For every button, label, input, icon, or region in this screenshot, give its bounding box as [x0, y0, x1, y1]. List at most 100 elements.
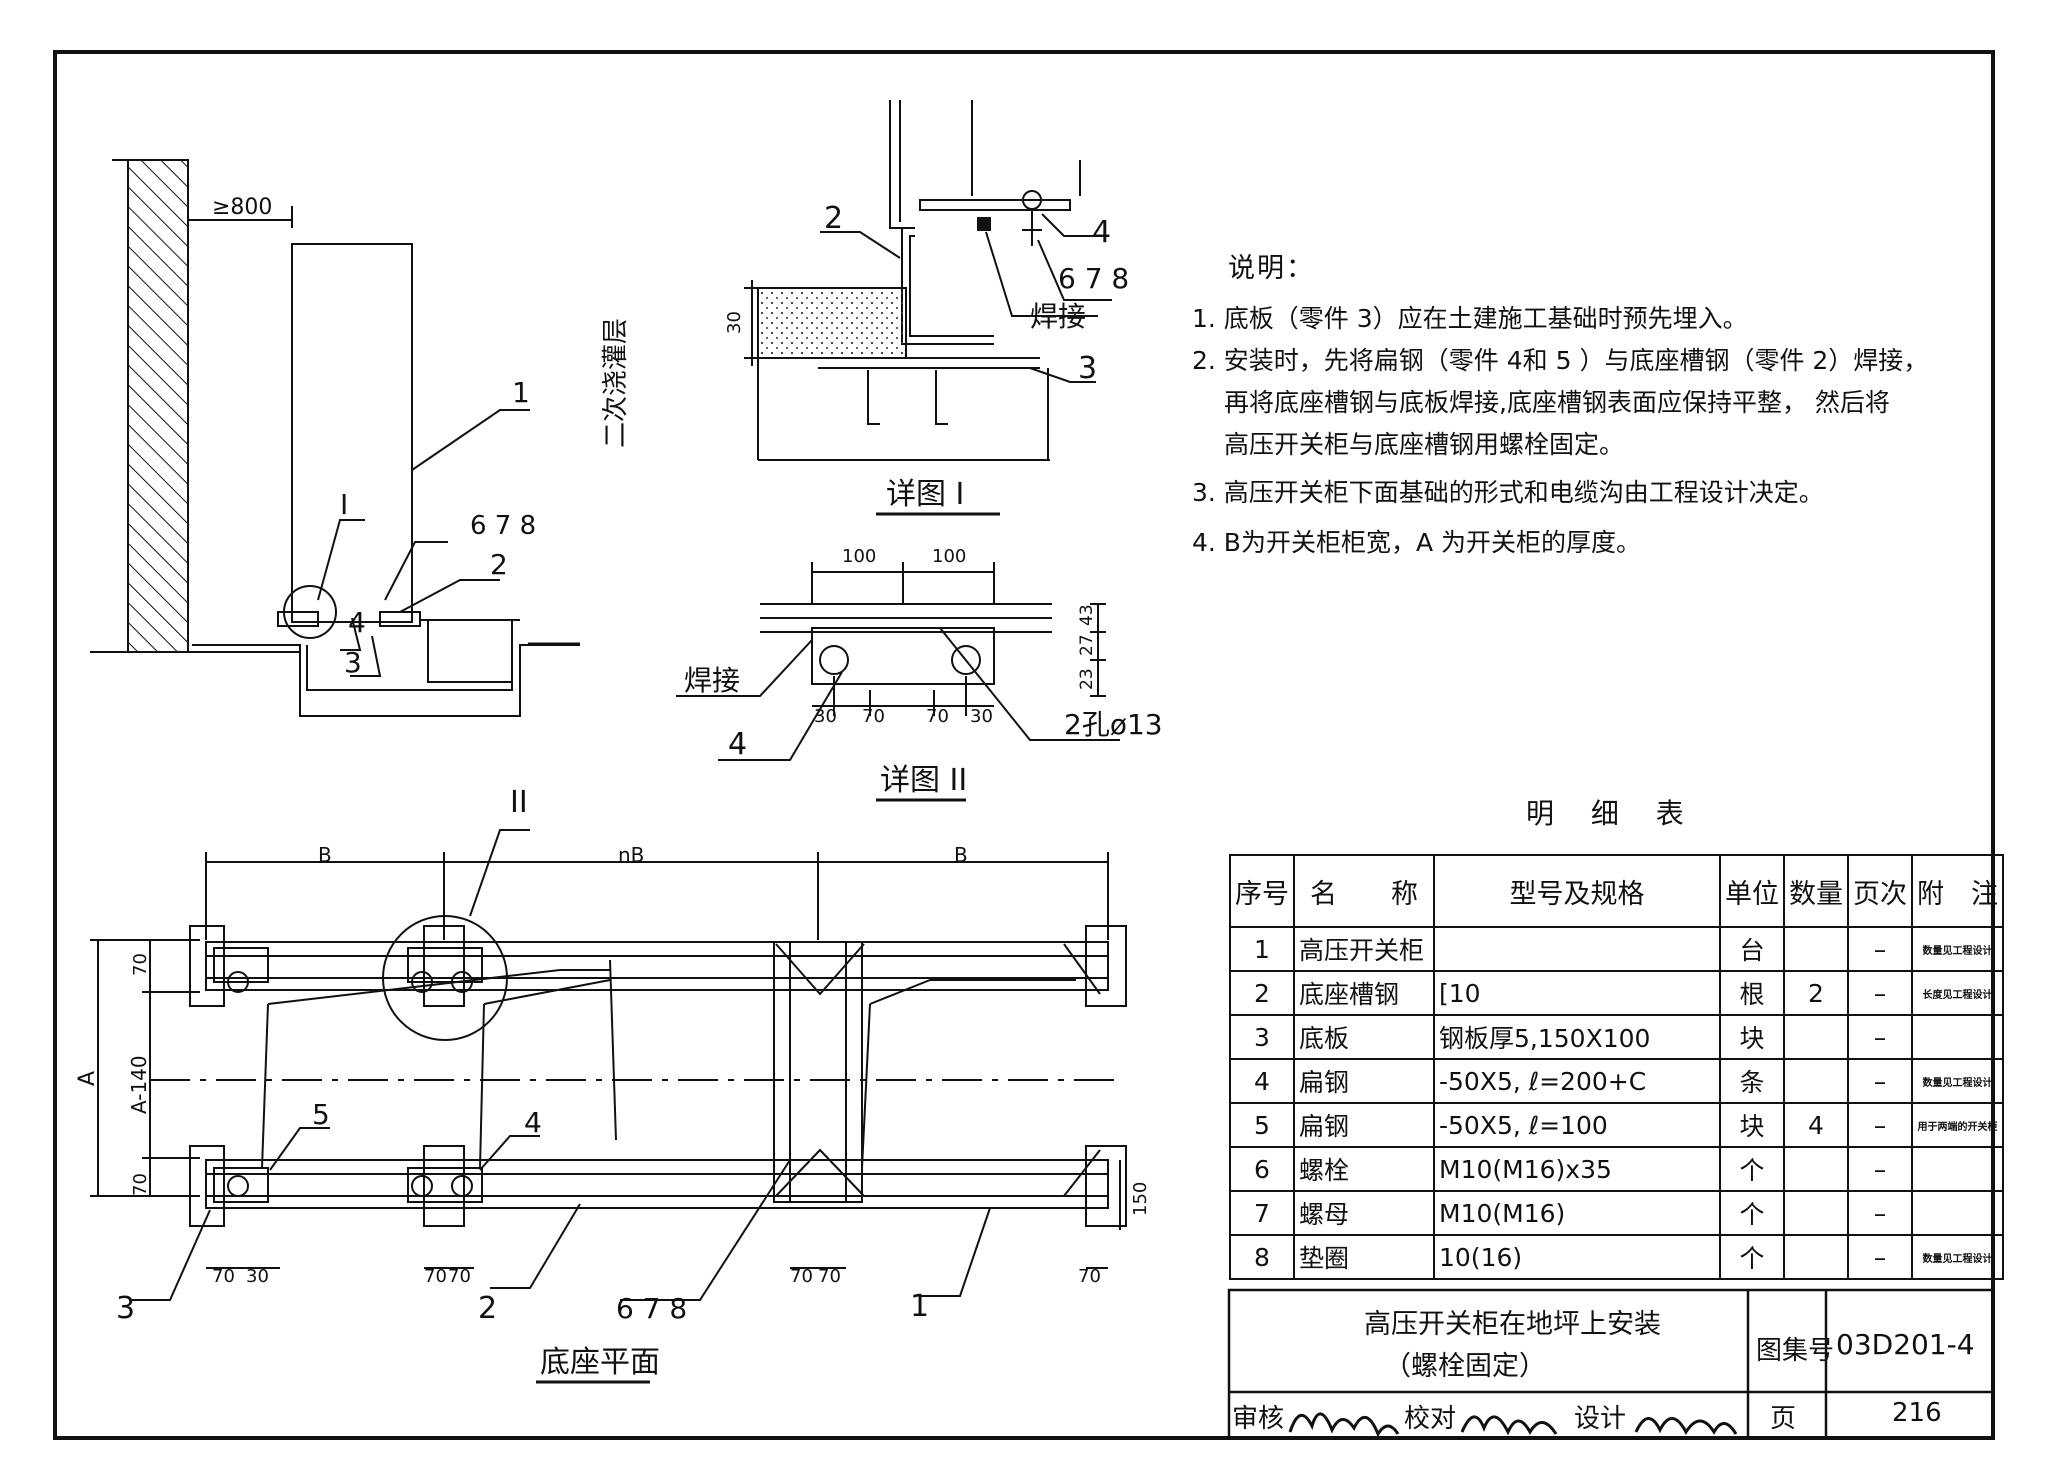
plan-label-part-4: 4	[524, 1106, 542, 1139]
page-label: 页	[1770, 1404, 1797, 1434]
detail-1-view	[744, 100, 1112, 461]
label-part-1: 1	[512, 376, 530, 409]
bom-cell-name: 扁钢	[1293, 1058, 1435, 1104]
table-row: 2 底座槽钢 [10 根 2 – 长度见工程设计	[1229, 970, 2004, 1016]
plan-dim-b6: 70	[818, 1266, 841, 1287]
bom-cell-page: –	[1847, 1014, 1913, 1060]
d1-weld-label: 焊接	[1030, 300, 1086, 333]
d2-title: 详图 II	[880, 763, 967, 798]
plan-dim-b4: 70	[448, 1266, 471, 1287]
d2-dim-bottom-4: 30	[970, 706, 993, 727]
plan-dim-A140: A-140	[127, 1055, 151, 1114]
table-row: 6 螺栓 M10(M16)x35 个 –	[1229, 1146, 2004, 1192]
bom-cell-remark	[1911, 1190, 2004, 1236]
check-label: 校对	[1404, 1404, 1457, 1434]
sheet-border	[53, 50, 1995, 1440]
base-plan-view	[90, 829, 1127, 1301]
bom-cell-spec: 10(16)	[1433, 1234, 1721, 1280]
plan-dim-bot70: 70	[130, 1173, 151, 1196]
label-part-4: 4	[348, 606, 366, 639]
bom-cell-unit: 根	[1719, 970, 1785, 1016]
bom-header-spec: 型号及规格	[1433, 854, 1721, 928]
bom-cell-qty: 4	[1783, 1102, 1849, 1148]
label-part-2: 2	[490, 548, 508, 581]
bom-cell-page: –	[1847, 970, 1913, 1016]
d2-dim-bottom-3: 70	[926, 706, 949, 727]
bom-cell-page: –	[1847, 1102, 1913, 1148]
bom-cell-spec: M10(M16)	[1433, 1190, 1721, 1236]
d1-label-part-3: 3	[1078, 351, 1097, 386]
bom-cell-unit: 个	[1719, 1146, 1785, 1192]
d2-dim-top-2: 100	[932, 546, 966, 567]
bom-cell-remark: 数量见工程设计	[1911, 1234, 2004, 1280]
clearance-dim: ≥800	[212, 195, 272, 220]
bom-header-no: 序号	[1229, 854, 1295, 928]
bom-cell-name: 扁钢	[1293, 1102, 1435, 1148]
bom-header-name: 名 称	[1293, 854, 1435, 928]
bom-cell-unit: 块	[1719, 1014, 1785, 1060]
bom-header-remark: 附 注	[1911, 854, 2004, 928]
plan-dim-top70: 70	[130, 953, 151, 976]
bom-cell-no: 4	[1229, 1058, 1295, 1104]
plan-dim-b1: 70	[212, 1266, 235, 1287]
d1-dim-30: 30	[724, 311, 745, 334]
bom-cell-no: 5	[1229, 1102, 1295, 1148]
bom-cell-unit: 个	[1719, 1234, 1785, 1280]
bom-cell-name: 底板	[1293, 1014, 1435, 1060]
atlas-number: 03D201-4	[1836, 1328, 1975, 1361]
bom-cell-no: 1	[1229, 926, 1295, 972]
d2-dim-bottom-1: 30	[814, 706, 837, 727]
bom-cell-remark: 用于两端的开关柜	[1911, 1102, 2004, 1148]
label-parts-678: 6 7 8	[470, 511, 536, 541]
note-1: 1. 底板（零件 3）应在土建施工基础时预先埋入。	[1192, 304, 1748, 333]
title-block-frame	[1227, 1288, 1995, 1440]
review-label: 审核	[1232, 1404, 1285, 1434]
bom-cell-no: 7	[1229, 1190, 1295, 1236]
bom-cell-spec	[1433, 926, 1721, 972]
bom-title: 明 细 表	[1526, 797, 1698, 830]
bom-cell-remark: 数量见工程设计	[1911, 926, 2004, 972]
plan-dim-150: 150	[1130, 1182, 1151, 1216]
d2-dim-side-2: 27	[1077, 634, 1097, 656]
bom-cell-page: –	[1847, 1146, 1913, 1192]
table-row: 7 螺母 M10(M16) 个 –	[1229, 1190, 2004, 1236]
bom-cell-qty	[1783, 1014, 1849, 1060]
bom-cell-qty	[1783, 926, 1849, 972]
table-row: 3 底板 钢板厚5,150X100 块 –	[1229, 1014, 2004, 1060]
notes-title: 说明：	[1228, 253, 1315, 284]
bom-cell-page: –	[1847, 1234, 1913, 1280]
bom-cell-no: 6	[1229, 1146, 1295, 1192]
bom-cell-unit: 块	[1719, 1102, 1785, 1148]
d2-label-part-4: 4	[728, 727, 747, 762]
plan-dim-b3: 70	[424, 1266, 447, 1287]
bom-header-unit: 单位	[1719, 854, 1785, 928]
plan-dim-nB: nB	[618, 843, 644, 867]
detail-2-view	[676, 562, 1120, 761]
pour-layer-label: 二次浇灌层	[601, 318, 631, 448]
bom-cell-remark	[1911, 1014, 2004, 1060]
table-row: 1 高压开关柜 台 – 数量见工程设计	[1229, 926, 2004, 972]
plan-dim-b5: 70	[790, 1266, 813, 1287]
bom-header-qty: 数量	[1783, 854, 1849, 928]
d1-title: 详图 I	[886, 477, 964, 512]
bom-cell-unit: 个	[1719, 1190, 1785, 1236]
bom-cell-spec: -50X5, ℓ=200+C	[1433, 1058, 1721, 1104]
d2-dim-top-1: 100	[842, 546, 876, 567]
plan-detail-ref-II: II	[510, 785, 528, 820]
note-3: 3. 高压开关柜下面基础的形式和电缆沟由工程设计决定。	[1192, 478, 1824, 507]
note-2b: 再将底座槽钢与底板焊接,底座槽钢表面应保持平整， 然后将	[1224, 388, 1890, 417]
bom-cell-qty	[1783, 1058, 1849, 1104]
page-number: 216	[1892, 1398, 1942, 1428]
plan-label-part-3: 3	[116, 1291, 135, 1326]
note-2a: 2. 安装时，先将扁钢（零件 4和 5 ）与底座槽钢（零件 2）焊接，	[1192, 346, 1929, 375]
plan-title: 底座平面	[540, 1345, 660, 1380]
plan-dim-b7: 70	[1078, 1266, 1101, 1287]
design-label: 设计	[1574, 1404, 1627, 1434]
bom-cell-page: –	[1847, 1190, 1913, 1236]
plan-dim-B-right: B	[954, 843, 968, 867]
bom-cell-remark: 长度见工程设计	[1911, 970, 2004, 1016]
bom-cell-spec: [10	[1433, 970, 1721, 1016]
bom-cell-qty	[1783, 1190, 1849, 1236]
bom-cell-spec: 钢板厚5,150X100	[1433, 1014, 1721, 1060]
bom-cell-name: 螺栓	[1293, 1146, 1435, 1192]
